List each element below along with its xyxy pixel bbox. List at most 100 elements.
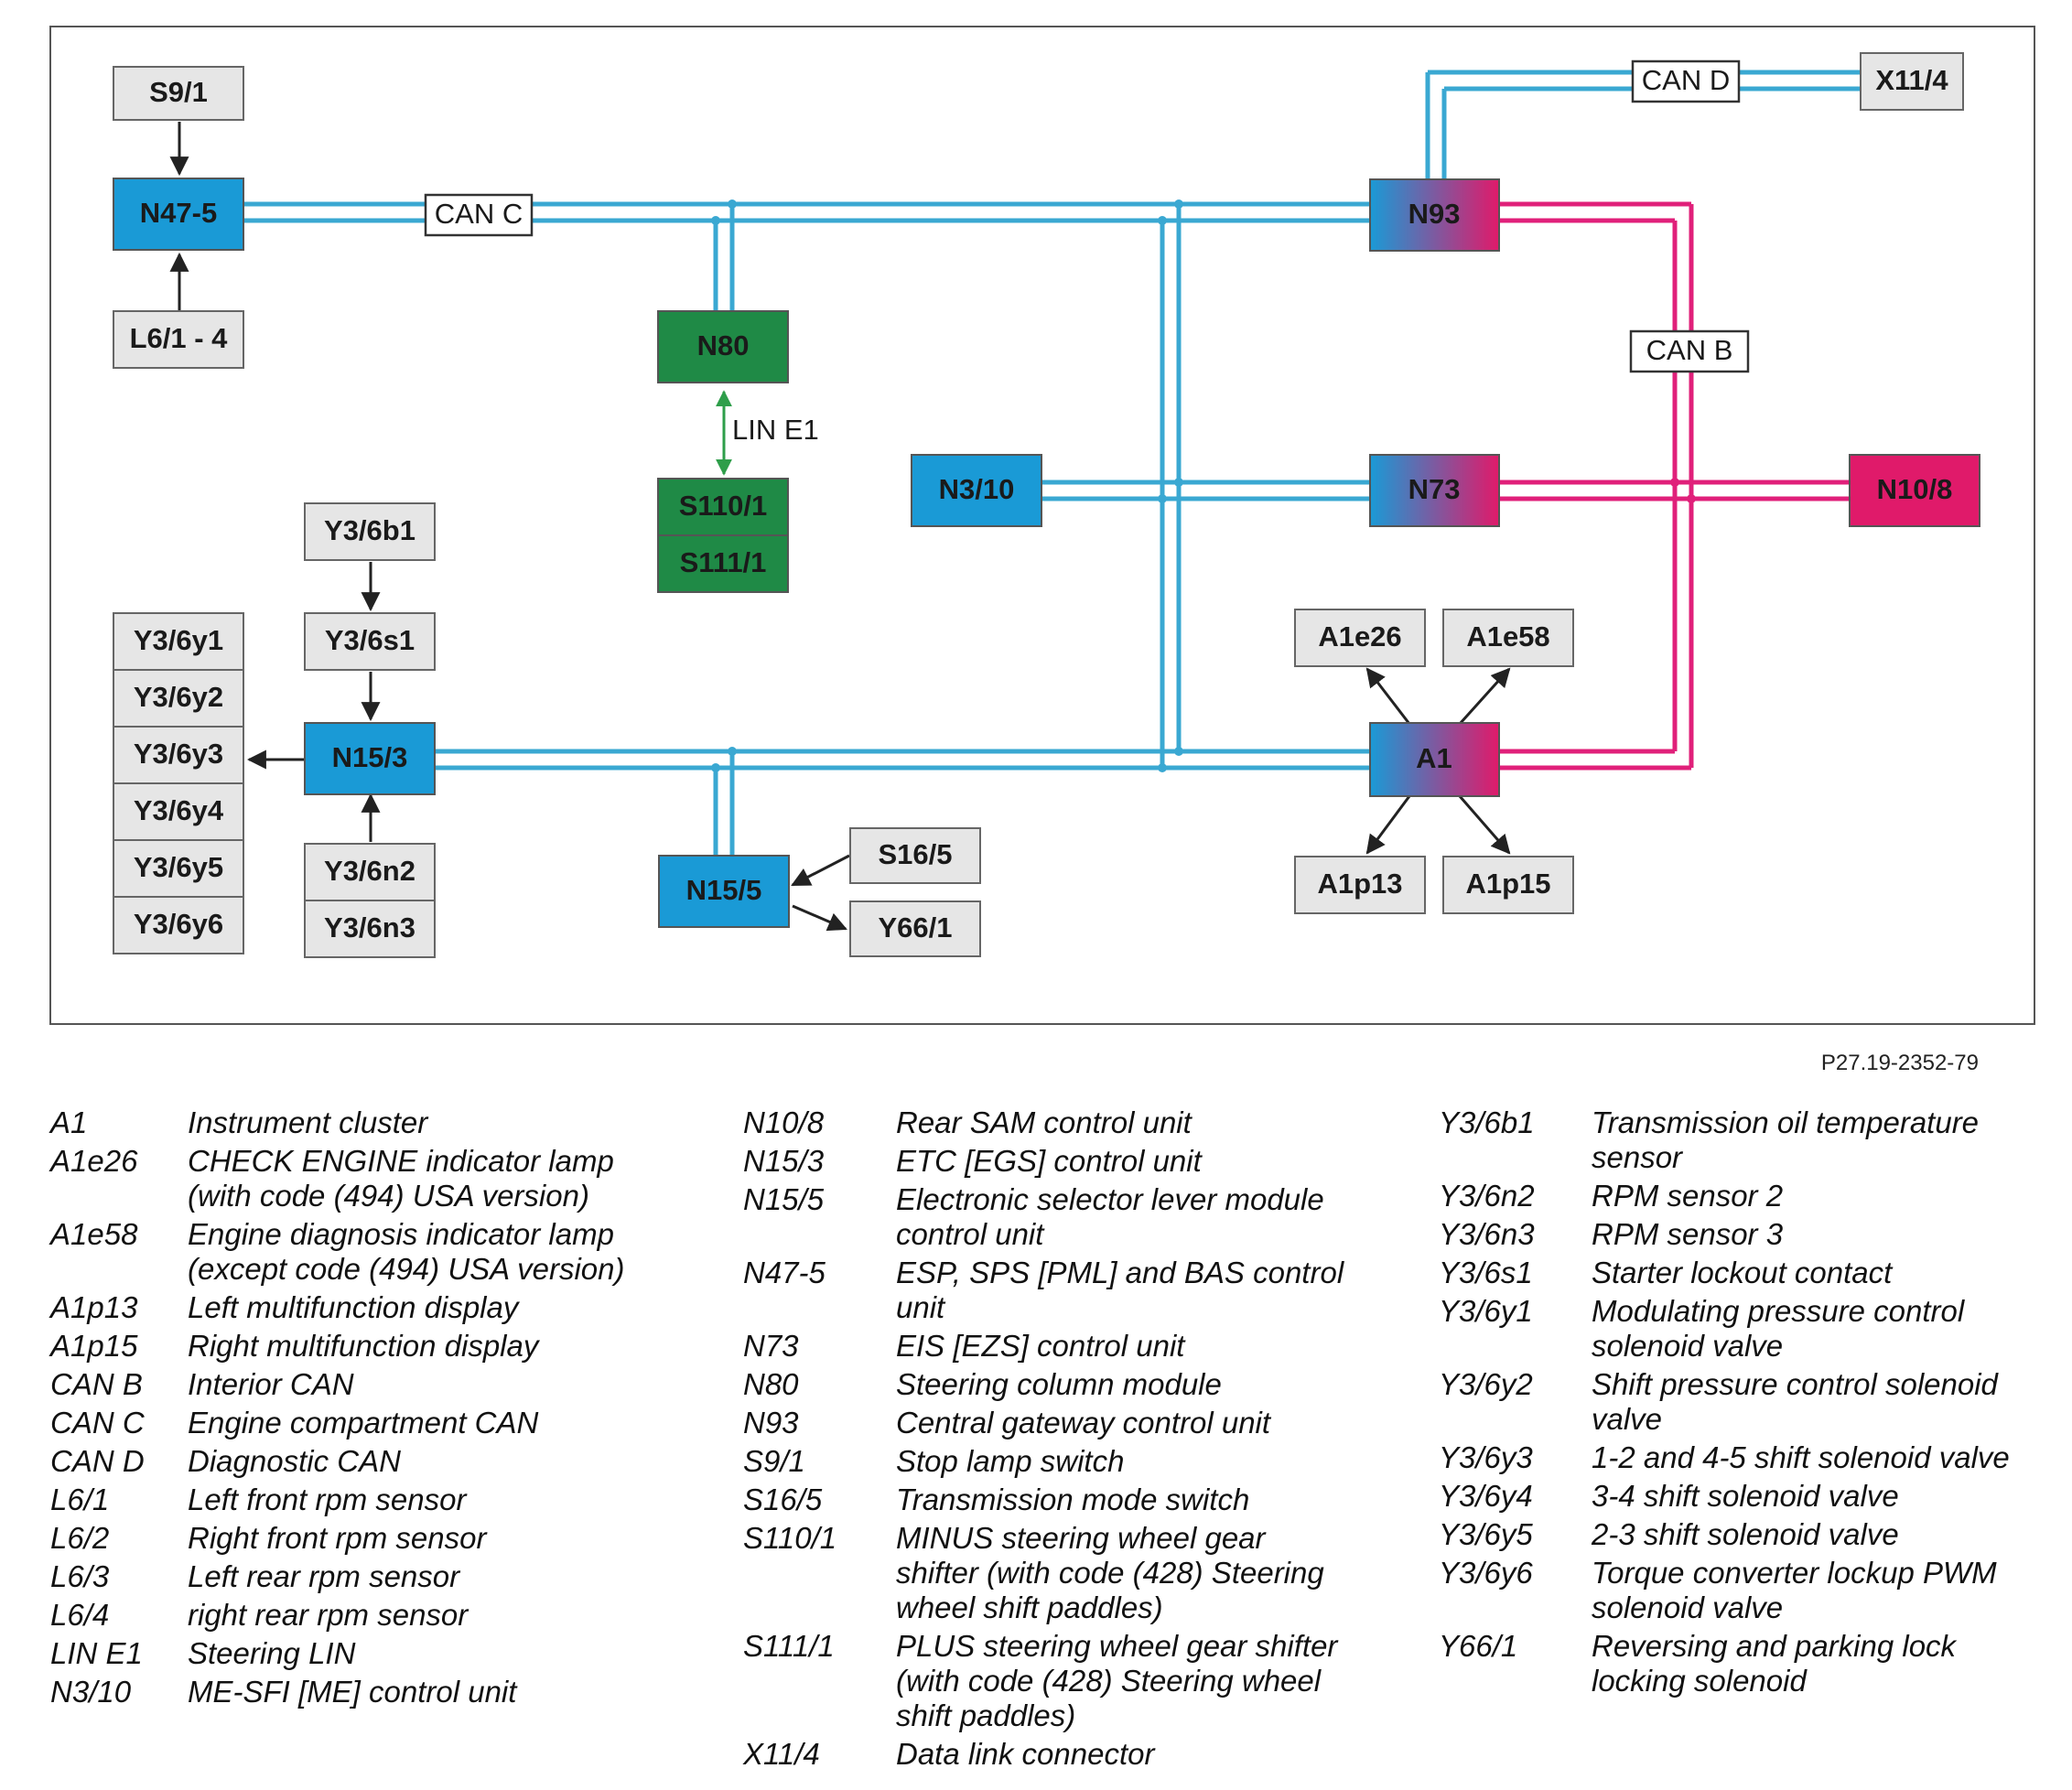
node-l6-1-4[interactable]: L6/1 - 4 — [113, 310, 244, 369]
legend-description: Transmission mode switch — [896, 1483, 1250, 1516]
legend-code: CAN B — [50, 1367, 143, 1401]
legend-description: EIS [EZS] control unit — [896, 1329, 1185, 1363]
node-n15-5-label: N15/5 — [686, 874, 762, 906]
legend-description: CHECK ENGINE indicator lamp (with code (… — [188, 1144, 614, 1213]
node-a1p13-label: A1p13 — [1317, 868, 1402, 900]
legend-description: MINUS steering wheel gear shifter (with … — [896, 1521, 1324, 1624]
node-s9-1[interactable]: S9/1 — [113, 66, 244, 121]
node-a1[interactable]: A1 — [1369, 722, 1500, 797]
node-n80-label: N80 — [697, 329, 750, 361]
signal-arrows — [169, 122, 1511, 932]
can-b-junctions — [1670, 478, 1696, 503]
legend-code: S110/1 — [743, 1521, 837, 1555]
legend-code: N47-5 — [743, 1256, 826, 1289]
can-d-text: CAN D — [1642, 64, 1730, 96]
legend-row: N3/10 ME-SFI [ME] control unit — [50, 1675, 654, 1709]
legend-description: ESP, SPS [PML] and BAS control unit — [896, 1256, 1344, 1324]
node-a1p15[interactable]: A1p15 — [1442, 856, 1574, 914]
node-a1p15-label: A1p15 — [1465, 868, 1550, 900]
arrow-a1-to-a1e58 — [1458, 667, 1511, 726]
legend-code: L6/3 — [50, 1559, 110, 1593]
arrow-a1-to-a1p13 — [1365, 795, 1411, 855]
legend-row: N47-5 ESP, SPS [PML] and BAS control unit — [743, 1256, 1347, 1325]
legend-description: Transmission oil temperature sensor — [1592, 1105, 1980, 1174]
legend-row: A1e26 CHECK ENGINE indicator lamp (with c… — [50, 1144, 654, 1213]
node-y3-6b1[interactable]: Y3/6b1 — [304, 502, 436, 561]
node-s16-5[interactable]: S16/5 — [849, 827, 981, 884]
node-y3-6n2[interactable]: Y3/6n2 — [304, 843, 436, 901]
legend-description: RPM sensor 2 — [1592, 1179, 1784, 1213]
legend-description: 3-4 shift solenoid valve — [1592, 1479, 1899, 1513]
legend-description: PLUS steering wheel gear shifter (with c… — [896, 1629, 1338, 1732]
legend-row: S110/1 MINUS steering wheel gear shifter … — [743, 1521, 1347, 1625]
can-c-text: CAN C — [435, 198, 523, 230]
legend-description: Reversing and parking lock locking solen… — [1592, 1629, 1957, 1698]
node-n15-5[interactable]: N15/5 — [658, 855, 790, 928]
legend-description: 2-3 shift solenoid valve — [1592, 1517, 1899, 1551]
can-b-label: CAN B — [1629, 329, 1750, 373]
legend-code: N3/10 — [50, 1675, 132, 1709]
legend-description: Shift pressure control solenoid valve — [1592, 1367, 1998, 1436]
node-n80[interactable]: N80 — [657, 310, 789, 383]
node-y3-6y6[interactable]: Y3/6y6 — [113, 896, 244, 954]
legend-code: A1p13 — [50, 1290, 138, 1324]
node-s110-1-label: S110/1 — [679, 490, 768, 522]
legend-description: Torque converter lockup PWM solenoid val… — [1592, 1556, 1997, 1624]
node-y3-6y4[interactable]: Y3/6y4 — [113, 782, 244, 841]
legend-description: ME-SFI [ME] control unit — [188, 1675, 517, 1709]
node-y3-6y1[interactable]: Y3/6y1 — [113, 612, 244, 671]
legend-code: Y3/6y6 — [1439, 1556, 1533, 1590]
legend-code: N73 — [743, 1329, 799, 1363]
node-n3-10[interactable]: N3/10 — [911, 454, 1042, 527]
node-n15-3[interactable]: N15/3 — [304, 722, 436, 795]
node-n93-label: N93 — [1408, 198, 1461, 230]
node-n93[interactable]: N93 — [1369, 178, 1500, 252]
node-s110-1[interactable]: S110/1 — [657, 478, 789, 536]
legend-code: Y3/6y3 — [1439, 1440, 1533, 1474]
legend-code: Y3/6b1 — [1439, 1105, 1535, 1139]
node-n3-10-label: N3/10 — [939, 473, 1015, 505]
node-n15-3-label: N15/3 — [332, 741, 408, 773]
legend-code: A1e26 — [50, 1144, 138, 1178]
node-n73[interactable]: N73 — [1369, 454, 1500, 527]
legend-description: Left front rpm sensor — [188, 1483, 467, 1516]
bus-junctions — [711, 199, 1183, 772]
node-x11-4-label: X11/4 — [1875, 64, 1948, 96]
legend-code: Y3/6s1 — [1439, 1256, 1533, 1289]
node-n47-5[interactable]: N47-5 — [113, 178, 244, 251]
legend-description: Right multifunction display — [188, 1329, 539, 1363]
node-s111-1[interactable]: S111/1 — [657, 534, 789, 593]
node-a1p13[interactable]: A1p13 — [1294, 856, 1426, 914]
legend-description: Steering column module — [896, 1367, 1222, 1401]
node-a1e58[interactable]: A1e58 — [1442, 609, 1574, 667]
node-y3-6y3[interactable]: Y3/6y3 — [113, 726, 244, 784]
node-x11-4[interactable]: X11/4 — [1860, 52, 1964, 111]
legend-description: ETC [EGS] control unit — [896, 1144, 1202, 1178]
node-y3-6y5[interactable]: Y3/6y5 — [113, 839, 244, 898]
legend-description: Interior CAN — [188, 1367, 354, 1401]
node-y3-6y4-label: Y3/6y4 — [134, 794, 224, 826]
arrow-a1-to-a1p15 — [1458, 795, 1511, 855]
node-y66-1-label: Y66/1 — [878, 911, 952, 944]
legend-description: Starter lockout contact — [1592, 1256, 1893, 1289]
lin-e1-label: LIN E1 — [732, 414, 819, 446]
node-y66-1[interactable]: Y66/1 — [849, 900, 981, 957]
node-n10-8[interactable]: N10/8 — [1849, 454, 1980, 527]
legend-row: Y3/6y6 Torque converter lockup PWM soleno… — [1439, 1556, 2043, 1625]
node-y3-6s1[interactable]: Y3/6s1 — [304, 612, 436, 671]
node-a1e26[interactable]: A1e26 — [1294, 609, 1426, 667]
legend-code: CAN C — [50, 1406, 145, 1440]
node-y3-6y2[interactable]: Y3/6y2 — [113, 669, 244, 728]
legend-description: Modulating pressure control solenoid val… — [1592, 1294, 1965, 1363]
node-y3-6n3[interactable]: Y3/6n3 — [304, 900, 436, 958]
arrow-s16-5-to-n15-5 — [791, 854, 850, 887]
